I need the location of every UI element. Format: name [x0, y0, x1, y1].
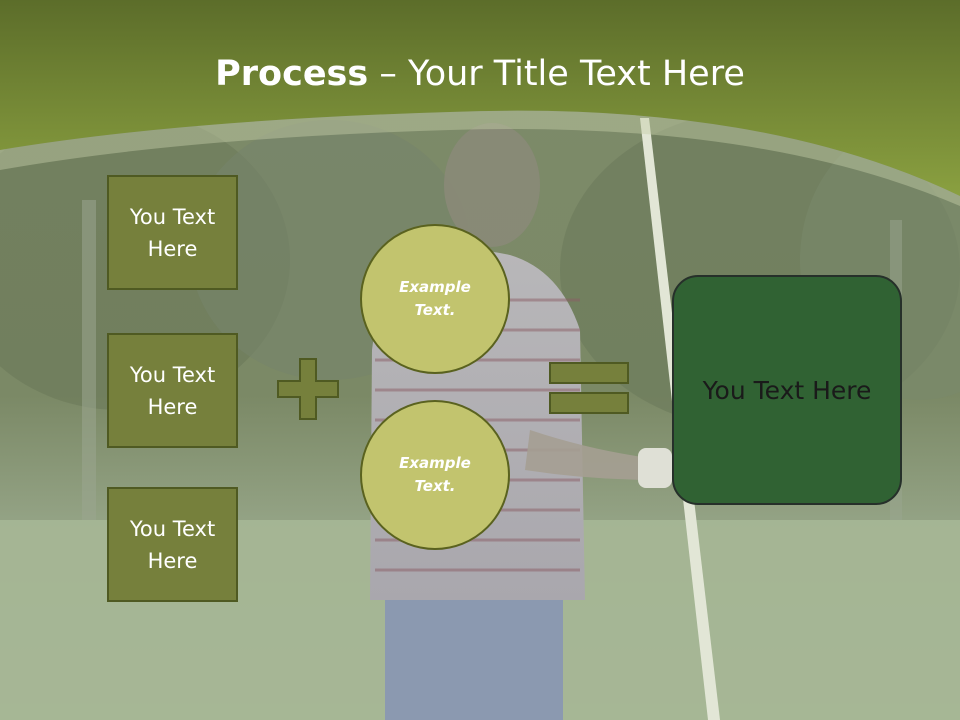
result-box: You Text Here: [672, 275, 902, 505]
input-box-label: You Text Here: [129, 516, 216, 573]
example-circle-1: Example Text.: [360, 224, 510, 374]
input-box-1: You Text Here: [107, 175, 238, 290]
example-circle-label: Example Text.: [399, 454, 471, 495]
plus-icon: [277, 358, 339, 420]
equals-icon: [549, 362, 629, 414]
title-rest: – Your Title Text Here: [368, 54, 745, 94]
input-box-3: You Text Here: [107, 487, 238, 602]
example-circle-label: Example Text.: [399, 278, 471, 319]
slide-title: Process – Your Title Text Here: [0, 50, 960, 98]
input-box-2: You Text Here: [107, 333, 238, 448]
input-box-label: You Text Here: [129, 362, 216, 419]
result-box-label: You Text Here: [702, 375, 872, 405]
title-bold: Process: [215, 54, 369, 94]
input-box-label: You Text Here: [129, 204, 216, 261]
example-circle-2: Example Text.: [360, 400, 510, 550]
